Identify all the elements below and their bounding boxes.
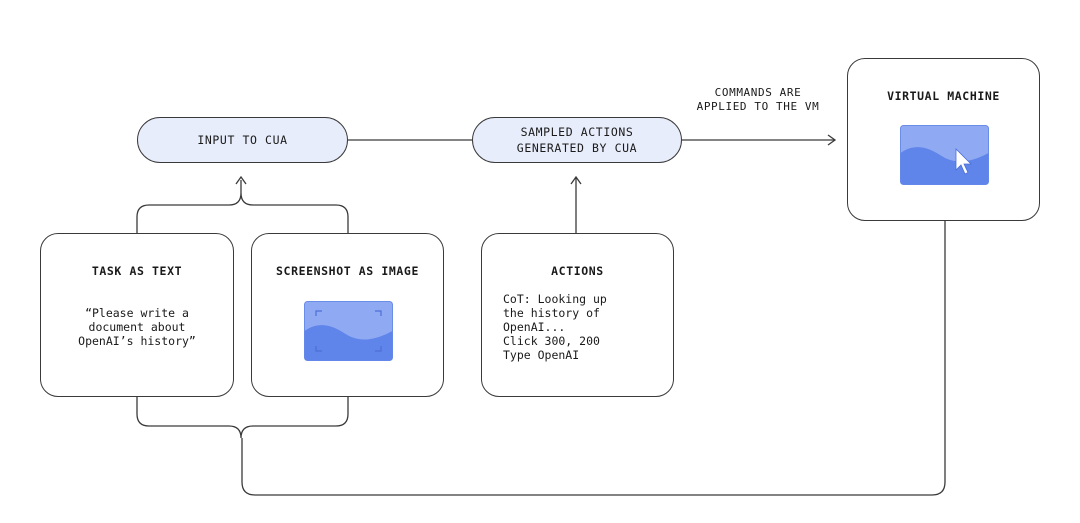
screenshot-as-image-title: SCREENSHOT AS IMAGE xyxy=(276,264,419,278)
feedback-loop xyxy=(241,221,946,496)
virtual-machine-title: VIRTUAL MACHINE xyxy=(887,89,1000,103)
screenshot-as-image-card: SCREENSHOT AS IMAGE xyxy=(251,233,444,397)
bottom-brace xyxy=(136,397,349,439)
arrowhead-to-input xyxy=(235,175,247,185)
actions-body: CoT: Looking up the history of OpenAI...… xyxy=(503,292,607,362)
screen-with-cursor-icon xyxy=(900,125,989,185)
task-as-text-body: “Please write a document about OpenAI’s … xyxy=(78,306,196,348)
task-as-text-title: TASK AS TEXT xyxy=(91,264,183,278)
actions-title: ACTIONS xyxy=(551,264,604,278)
input-to-cua-node: INPUT TO CUA xyxy=(137,117,348,163)
arrowhead-to-vm xyxy=(827,134,837,146)
commands-applied-label: COMMANDS ARE APPLIED TO THE VM xyxy=(696,86,820,113)
virtual-machine-card: VIRTUAL MACHINE xyxy=(847,58,1040,221)
top-brace xyxy=(136,180,349,233)
task-as-text-card: TASK AS TEXT “Please write a document ab… xyxy=(40,233,234,397)
arrowhead-to-sampled xyxy=(570,175,582,185)
actions-card: ACTIONS CoT: Looking up the history of O… xyxy=(481,233,674,397)
sampled-actions-node: SAMPLED ACTIONS GENERATED BY CUA xyxy=(472,117,682,163)
screenshot-image-icon xyxy=(304,301,393,361)
